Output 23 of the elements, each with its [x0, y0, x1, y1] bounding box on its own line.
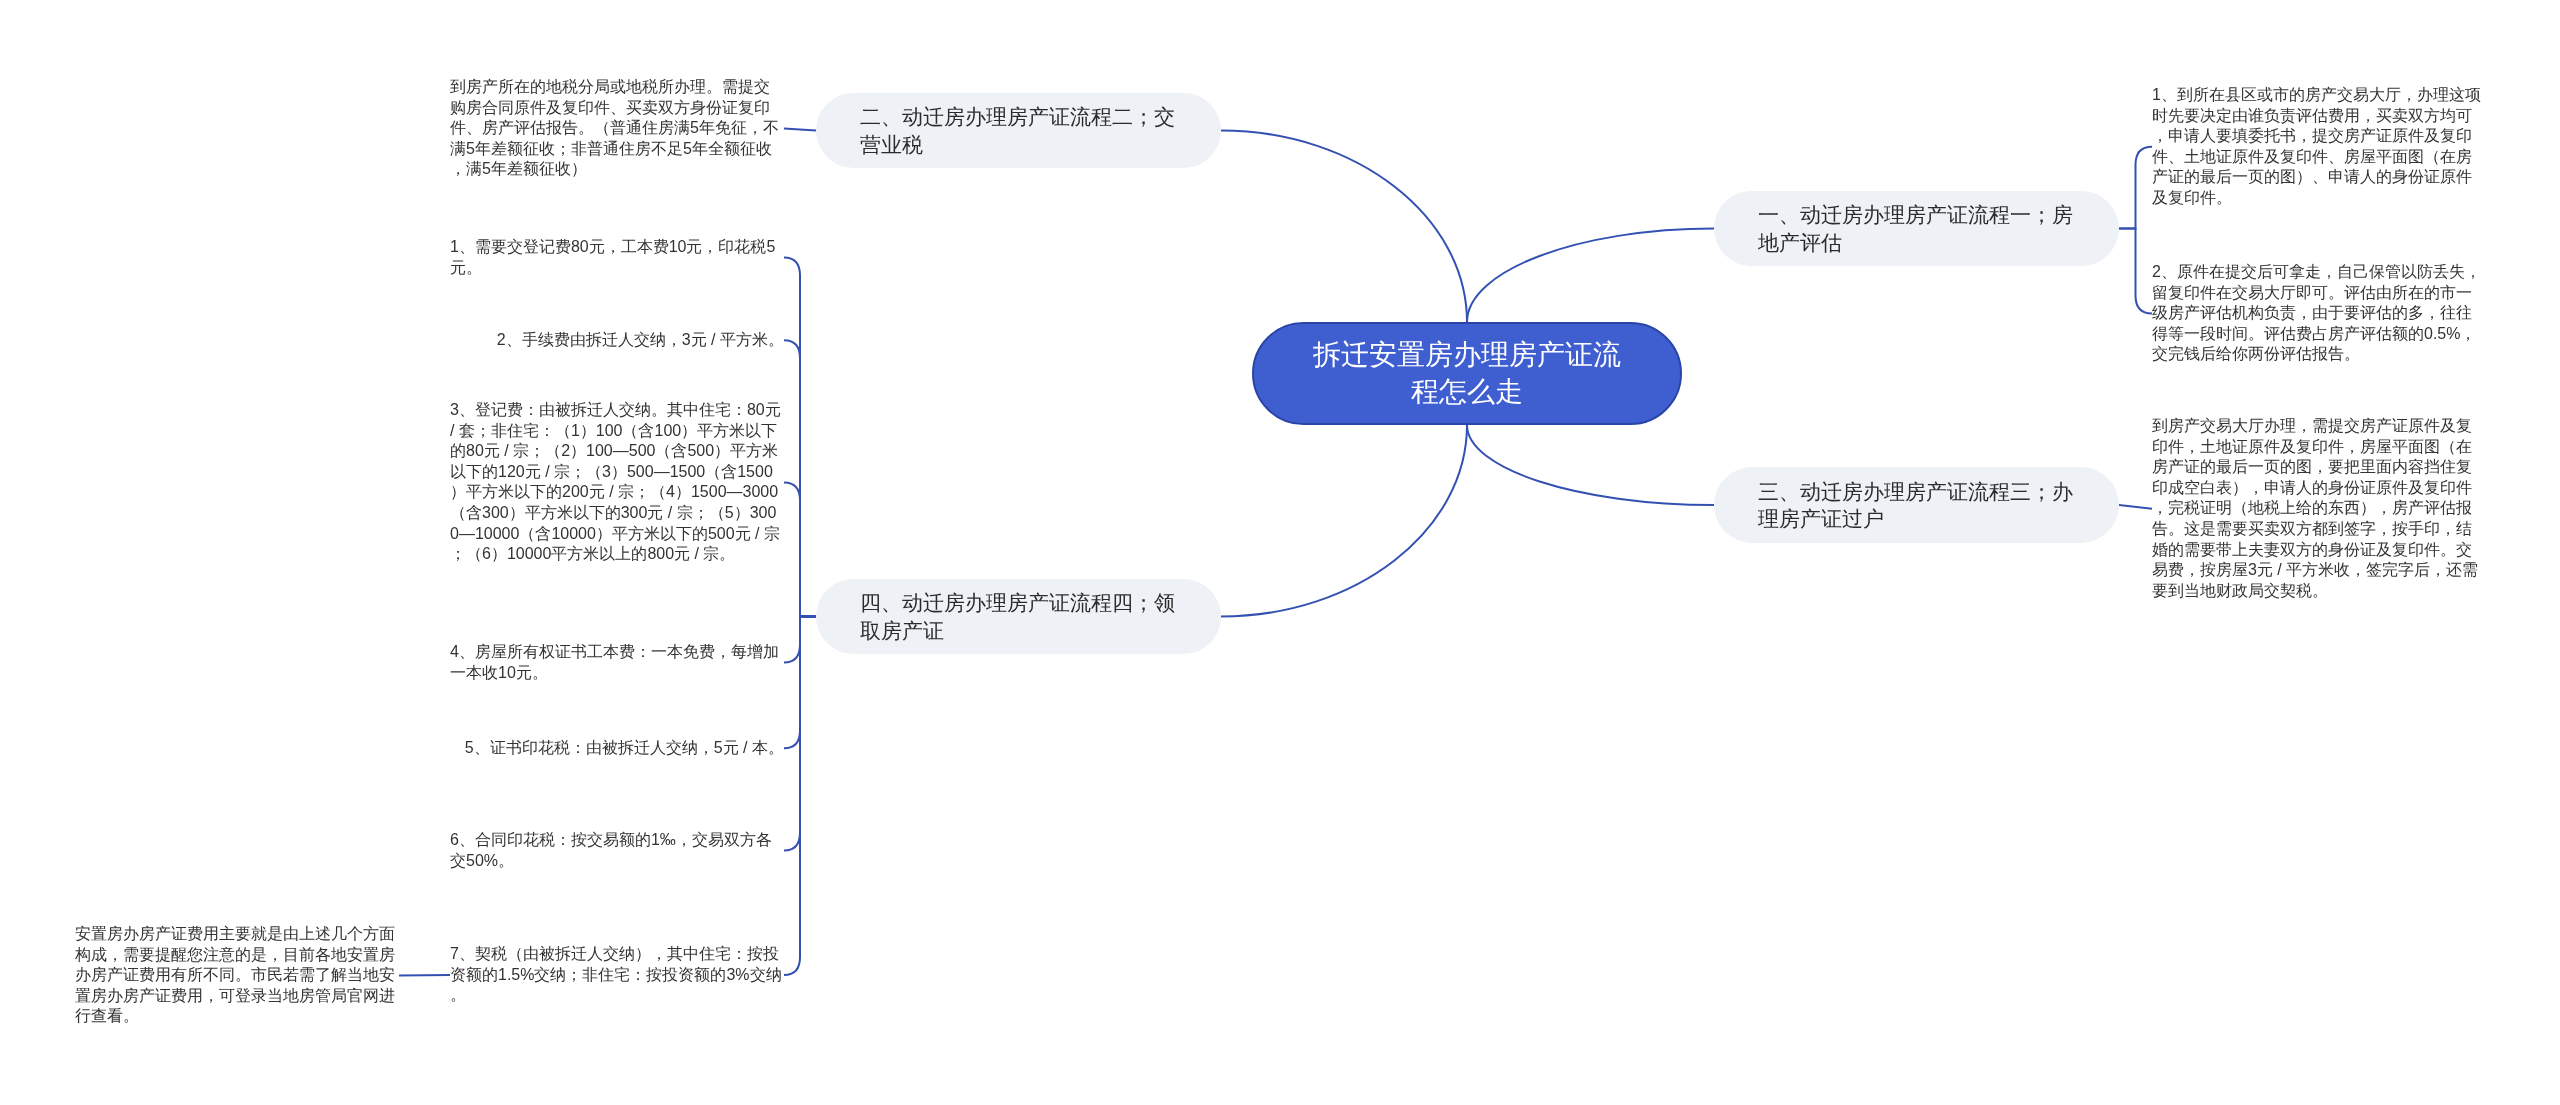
- connector-line: [2118, 227, 2153, 315]
- note-text: 到房产交易大厅办理，需提交房产证原件及复印件，土地证原件及复印件，房屋平面图（在房产证的最后一页的图，要把里面内容挡住复印成空白表），申请人的身份证原件及复印件，完税证明（地税上给的东西），房产评估报告。这是需要买卖双方都到签字，按手印，结婚的需要带上夫妻双方的身份证及复印件。交易费，按房屋3元 / 平方米收，签完字后，还需要到当地财政局交契税。: [2152, 416, 2482, 602]
- note-text: 1、到所在县区或市的房产交易大厅，办理这项时先要决定由谁负责评估费用，买卖双方均可，申请人要填委托书，提交房产证原件及复印件、土地证原件及复印件、房屋平面图（在房产证的最后一页的图）、申请人的身份证原件及复印件。: [2152, 85, 2482, 209]
- note-text: 2、手续费由拆迁人交纳，3元 / 平方米。: [496, 330, 784, 351]
- note-text: 4、房屋所有权证书工本费：一本免费，每增加一本收10元。: [450, 642, 784, 684]
- subtopic-box: 二、动迁房办理房产证流程二；交营业税: [816, 93, 1221, 168]
- note-text: 3、登记费：由被拆迁人交纳。其中住宅：80元 / 套；非住宅：（1）100（含100）平方米以下的80元 / 宗；（2）100—500（含500）平方米以下的120元 / 宗；（3）500—1500（含1500）平方米以下的200元 / 宗；（4）1500—3000（含300）平方米以下的300元 / 宗；（5）3000—10000（含10000）平方米以下的500元 / 宗；（6）10000平方米以上的800元 / 宗。: [450, 400, 784, 565]
- connector-line: [783, 127, 817, 132]
- subtopic-box: 四、动迁房办理房产证流程四；领取房产证: [816, 579, 1221, 654]
- connector-line: [1220, 424, 1468, 618]
- note-text: 安置房办房产证费用主要就是由上述几个方面构成，需要提醒您注意的是，目前各地安置房办房产证费用有所不同。市民若需了解当地安置房办房产证费用，可登录当地房管局官网进行查看。: [75, 924, 399, 1027]
- connector-line: [2118, 504, 2153, 510]
- note-text: 2、原件在提交后可拿走，自己保管以防丢失，留复印件在交易大厅即可。评估由所在的市一级房产评估机构负责，由于要评估的多，往往得等一段时间。评估费占房产评估额的0.5%，交完钱后给你两份评估报告。: [2152, 262, 2482, 365]
- topic-box: 拆迁安置房办理房产证流程怎么走: [1252, 322, 1682, 425]
- connector-line: [1220, 129, 1468, 323]
- subtopic-box: 一、动迁房办理房产证流程一；房地产评估: [1714, 191, 2119, 266]
- note-text: 6、合同印花税：按交易额的1‰，交易双方各交50%。: [450, 830, 784, 872]
- note-text: 1、需要交登记费80元，工本费10元，印花税5元。: [450, 237, 784, 279]
- note-text: 到房产所在的地税分局或地税所办理。需提交购房合同原件及复印件、买卖双方身份证复印件、房产评估报告。（普通住房满5年免征，不满5年差额征收；非普通住房不足5年全额征收，满5年差额征收）: [450, 77, 784, 180]
- note-text: 5、证书印花税：由被拆迁人交纳，5元 / 本。: [464, 738, 784, 759]
- connector-line: [398, 973, 451, 977]
- note-text: 7、契税（由被拆迁人交纳），其中住宅：按投资额的1.5%交纳；非住宅：按投资额的3%交纳。: [450, 944, 784, 1006]
- subtopic-box: 三、动迁房办理房产证流程三；办理房产证过户: [1714, 467, 2119, 543]
